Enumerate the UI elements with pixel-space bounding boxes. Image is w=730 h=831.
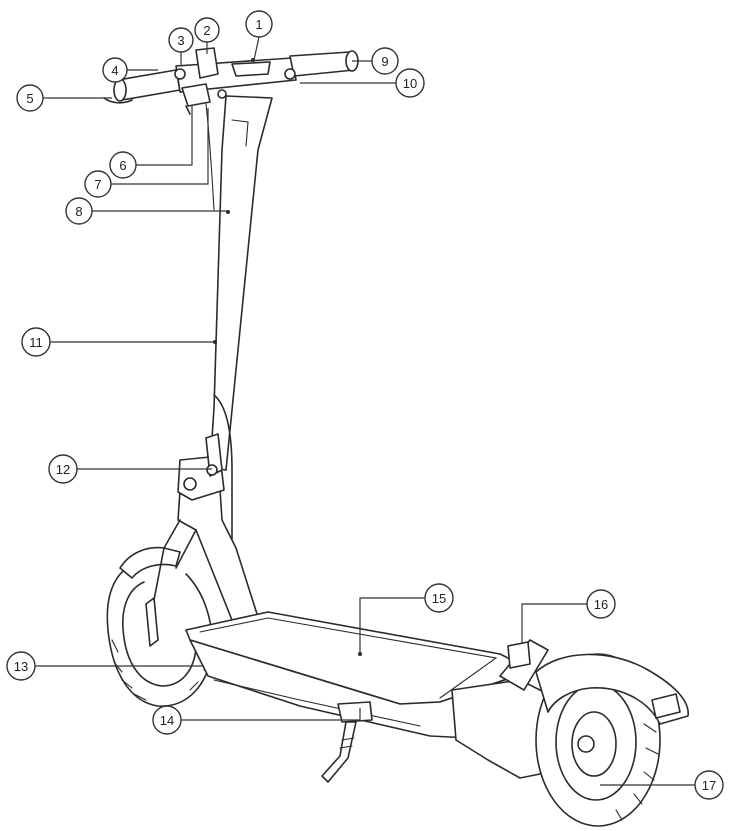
callout-9-number: 9 [381, 54, 388, 69]
callout-13-number: 13 [14, 659, 28, 674]
rear-light [651, 693, 681, 719]
callout-9: 9 [371, 47, 399, 75]
callout-17: 17 [694, 770, 724, 800]
callout-2: 2 [194, 17, 220, 43]
callout-12-number: 12 [56, 462, 70, 477]
callout-17-number: 17 [702, 778, 716, 793]
callout-1-number: 1 [255, 17, 262, 32]
callout-3: 3 [168, 27, 194, 53]
callout-1: 1 [245, 10, 273, 38]
callout-8: 8 [65, 197, 93, 225]
leader-lines [35, 36, 695, 786]
kickstand [321, 701, 373, 783]
callout-7-number: 7 [94, 177, 101, 192]
callout-10-number: 10 [403, 76, 417, 91]
callout-7: 7 [84, 170, 112, 198]
callout-4: 4 [102, 57, 128, 83]
callout-10: 10 [395, 68, 425, 98]
callout-16-number: 16 [594, 597, 608, 612]
brake-cable [205, 103, 215, 211]
front-fender [119, 546, 181, 579]
callout-14-number: 14 [160, 713, 174, 728]
callouts: 1 2 3 4 5 6 7 8 9 10 11 12 13 14 15 16 1… [6, 10, 724, 800]
callout-11: 11 [21, 327, 51, 357]
rear-fender [535, 653, 689, 725]
callout-6: 6 [109, 151, 137, 179]
callout-12: 12 [48, 454, 78, 484]
callout-8-number: 8 [75, 204, 82, 219]
callout-5: 5 [16, 84, 44, 112]
callout-2-number: 2 [203, 23, 210, 38]
callout-15: 15 [424, 583, 454, 613]
callout-5-number: 5 [26, 91, 33, 106]
callout-11-number: 11 [29, 335, 43, 350]
handlebar [103, 47, 359, 115]
callout-14: 14 [152, 705, 182, 735]
scooter-illustration [103, 47, 689, 827]
callout-15-number: 15 [432, 591, 446, 606]
callout-3-number: 3 [177, 33, 184, 48]
callout-13: 13 [6, 651, 36, 681]
callout-6-number: 6 [119, 158, 126, 173]
folding-clamp [177, 433, 225, 501]
callout-4-number: 4 [111, 63, 118, 78]
callout-16: 16 [586, 589, 616, 619]
